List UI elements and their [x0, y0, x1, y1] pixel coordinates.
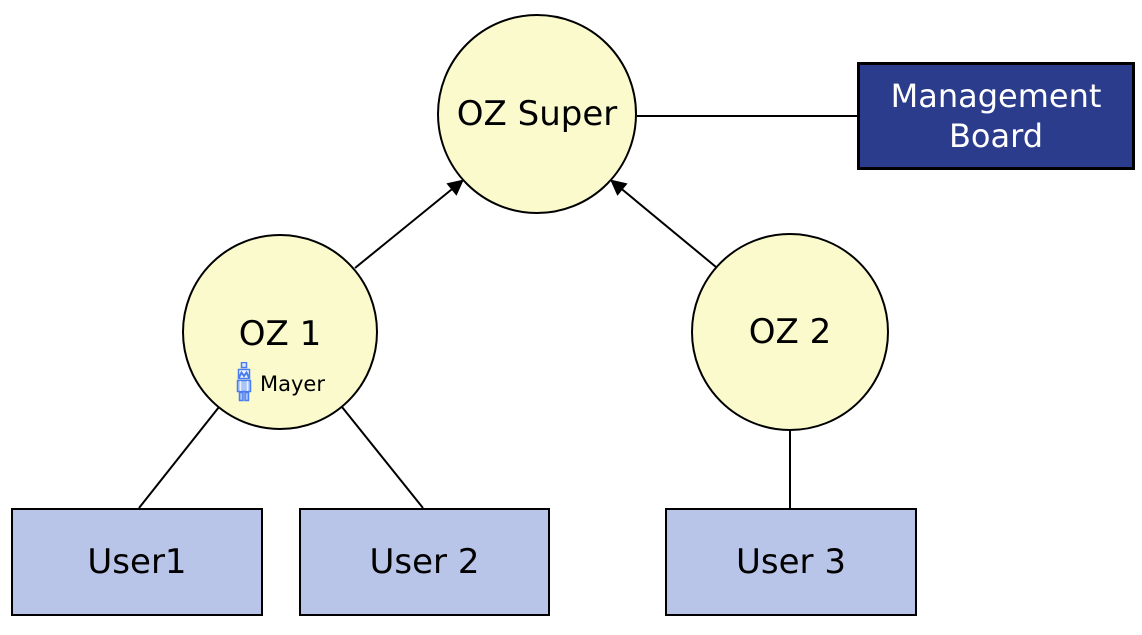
node-management-board-label: Management Board	[890, 77, 1102, 155]
node-oz2-label: OZ 2	[748, 312, 832, 352]
node-user2-label: User 2	[369, 542, 480, 582]
node-oz1-label: OZ 1	[238, 314, 322, 354]
node-oz1: OZ 1 Mayer	[182, 234, 378, 430]
manager-name: Mayer	[260, 372, 325, 396]
edge-oz1-user1	[138, 406, 220, 509]
edge-oz2-ozsuper-arrow	[610, 179, 717, 268]
node-user2: User 2	[299, 508, 550, 616]
node-oz2: OZ 2	[691, 233, 889, 431]
node-user3: User 3	[665, 508, 917, 616]
node-user3-label: User 3	[736, 542, 846, 582]
edge-oz1-ozsuper-arrow	[354, 179, 464, 269]
node-user1: User1	[11, 508, 263, 616]
node-oz-super: OZ Super	[437, 14, 637, 214]
person-icon	[236, 362, 252, 402]
edge-oz1-user2	[341, 406, 424, 509]
manager-row: Mayer	[184, 362, 376, 402]
node-user1-label: User1	[87, 542, 187, 582]
node-oz-super-label: OZ Super	[456, 94, 618, 134]
node-management-board: Management Board	[857, 62, 1135, 170]
